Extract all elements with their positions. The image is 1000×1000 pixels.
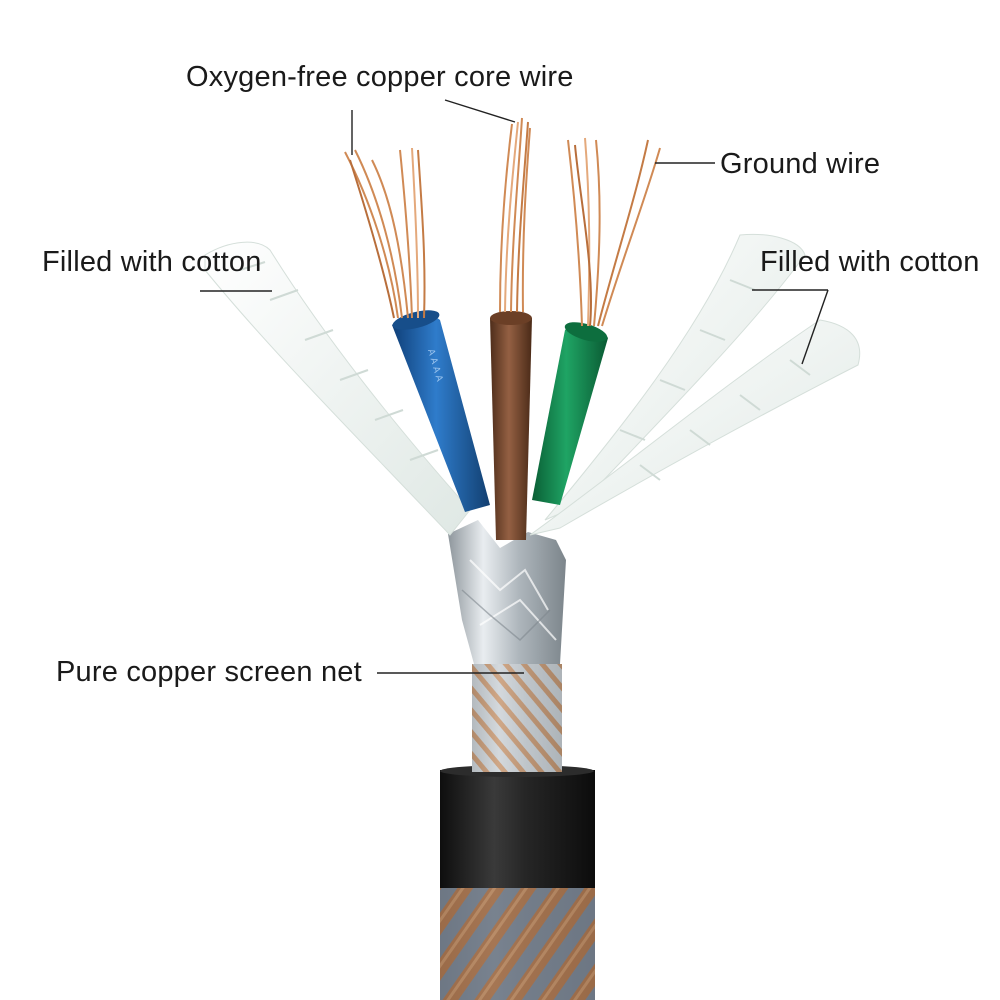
blue-wire: A A A A <box>392 310 490 512</box>
cotton-filler-left <box>204 241 471 536</box>
label-screen-net: Pure copper screen net <box>56 656 362 688</box>
brown-wire <box>490 311 532 540</box>
cotton-filler-right <box>529 233 861 536</box>
black-jacket <box>440 765 595 888</box>
copper-screen-net <box>472 664 562 772</box>
copper-strands-green <box>567 137 661 327</box>
leader-core-horizontal <box>444 99 516 123</box>
leader-cotton-right-diag <box>801 289 829 365</box>
copper-strands-blue <box>344 147 426 319</box>
green-wire <box>532 322 608 505</box>
aluminum-foil <box>448 520 566 664</box>
leader-lines <box>200 99 829 674</box>
copper-strands-brown <box>499 117 531 313</box>
label-cotton-right: Filled with cotton <box>760 246 980 278</box>
label-core-wire: Oxygen-free copper core wire <box>186 61 574 93</box>
label-ground-wire: Ground wire <box>720 148 881 180</box>
outer-braid <box>440 885 595 1000</box>
label-cotton-left: Filled with cotton <box>42 246 262 278</box>
